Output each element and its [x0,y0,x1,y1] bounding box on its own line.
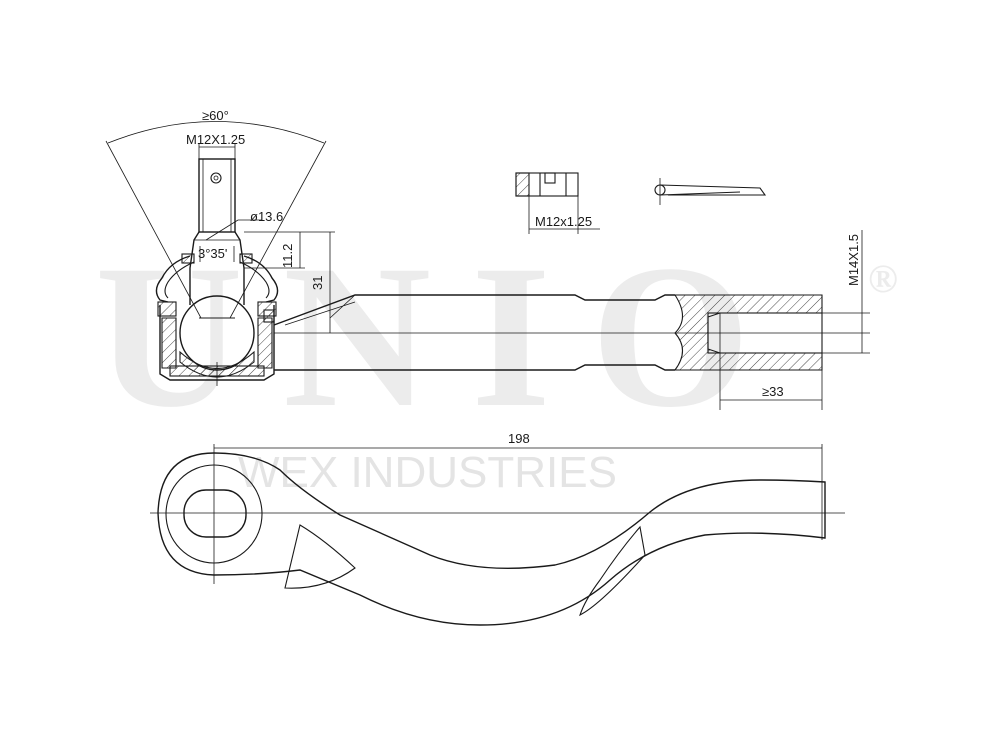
eye-outer [165,464,263,564]
watermark-registered: ® [868,256,898,301]
dust-boot [155,255,279,303]
boot-clip-left [181,253,195,264]
thread-depth-label: ≥33 [762,384,784,399]
castle-nut [515,172,600,234]
height-small-label: 11.2 [280,244,295,268]
stud-thread [198,158,236,233]
length-label: 198 [508,431,530,446]
stud-thread-label: M12X1.25 [186,132,245,147]
watermark-brand: UNIO [95,223,790,450]
angle-ray-left [105,140,202,319]
flat-left [284,524,356,589]
ball-seat [179,350,255,378]
tie-rod-outline [157,452,826,626]
dimension-labels: ≥60° M12X1.25 ø13.6 3°35' 11.2 31 M12x1.… [186,108,861,446]
angle-ray-right [229,140,327,319]
cotter-hole [210,172,222,184]
height-large-label: 31 [310,276,325,290]
nut-thread-label: M12x1.25 [535,214,592,229]
taper-label: 3°35' [198,246,227,261]
watermark: UNIO ® WEX INDUSTRIES [95,223,898,497]
boot-clip-right [239,253,253,264]
top-view [105,121,870,410]
diameter-label: ø13.6 [250,209,283,224]
angle-arc [107,121,325,144]
angle-label: ≥60° [202,108,229,123]
eye-inner [183,489,247,538]
flat-right [579,525,646,617]
cotter-pin [654,178,767,205]
bottom-view [150,444,845,626]
watermark-company: WEX INDUSTRIES [238,448,617,497]
inner-thread-label: M14X1.5 [846,234,861,286]
